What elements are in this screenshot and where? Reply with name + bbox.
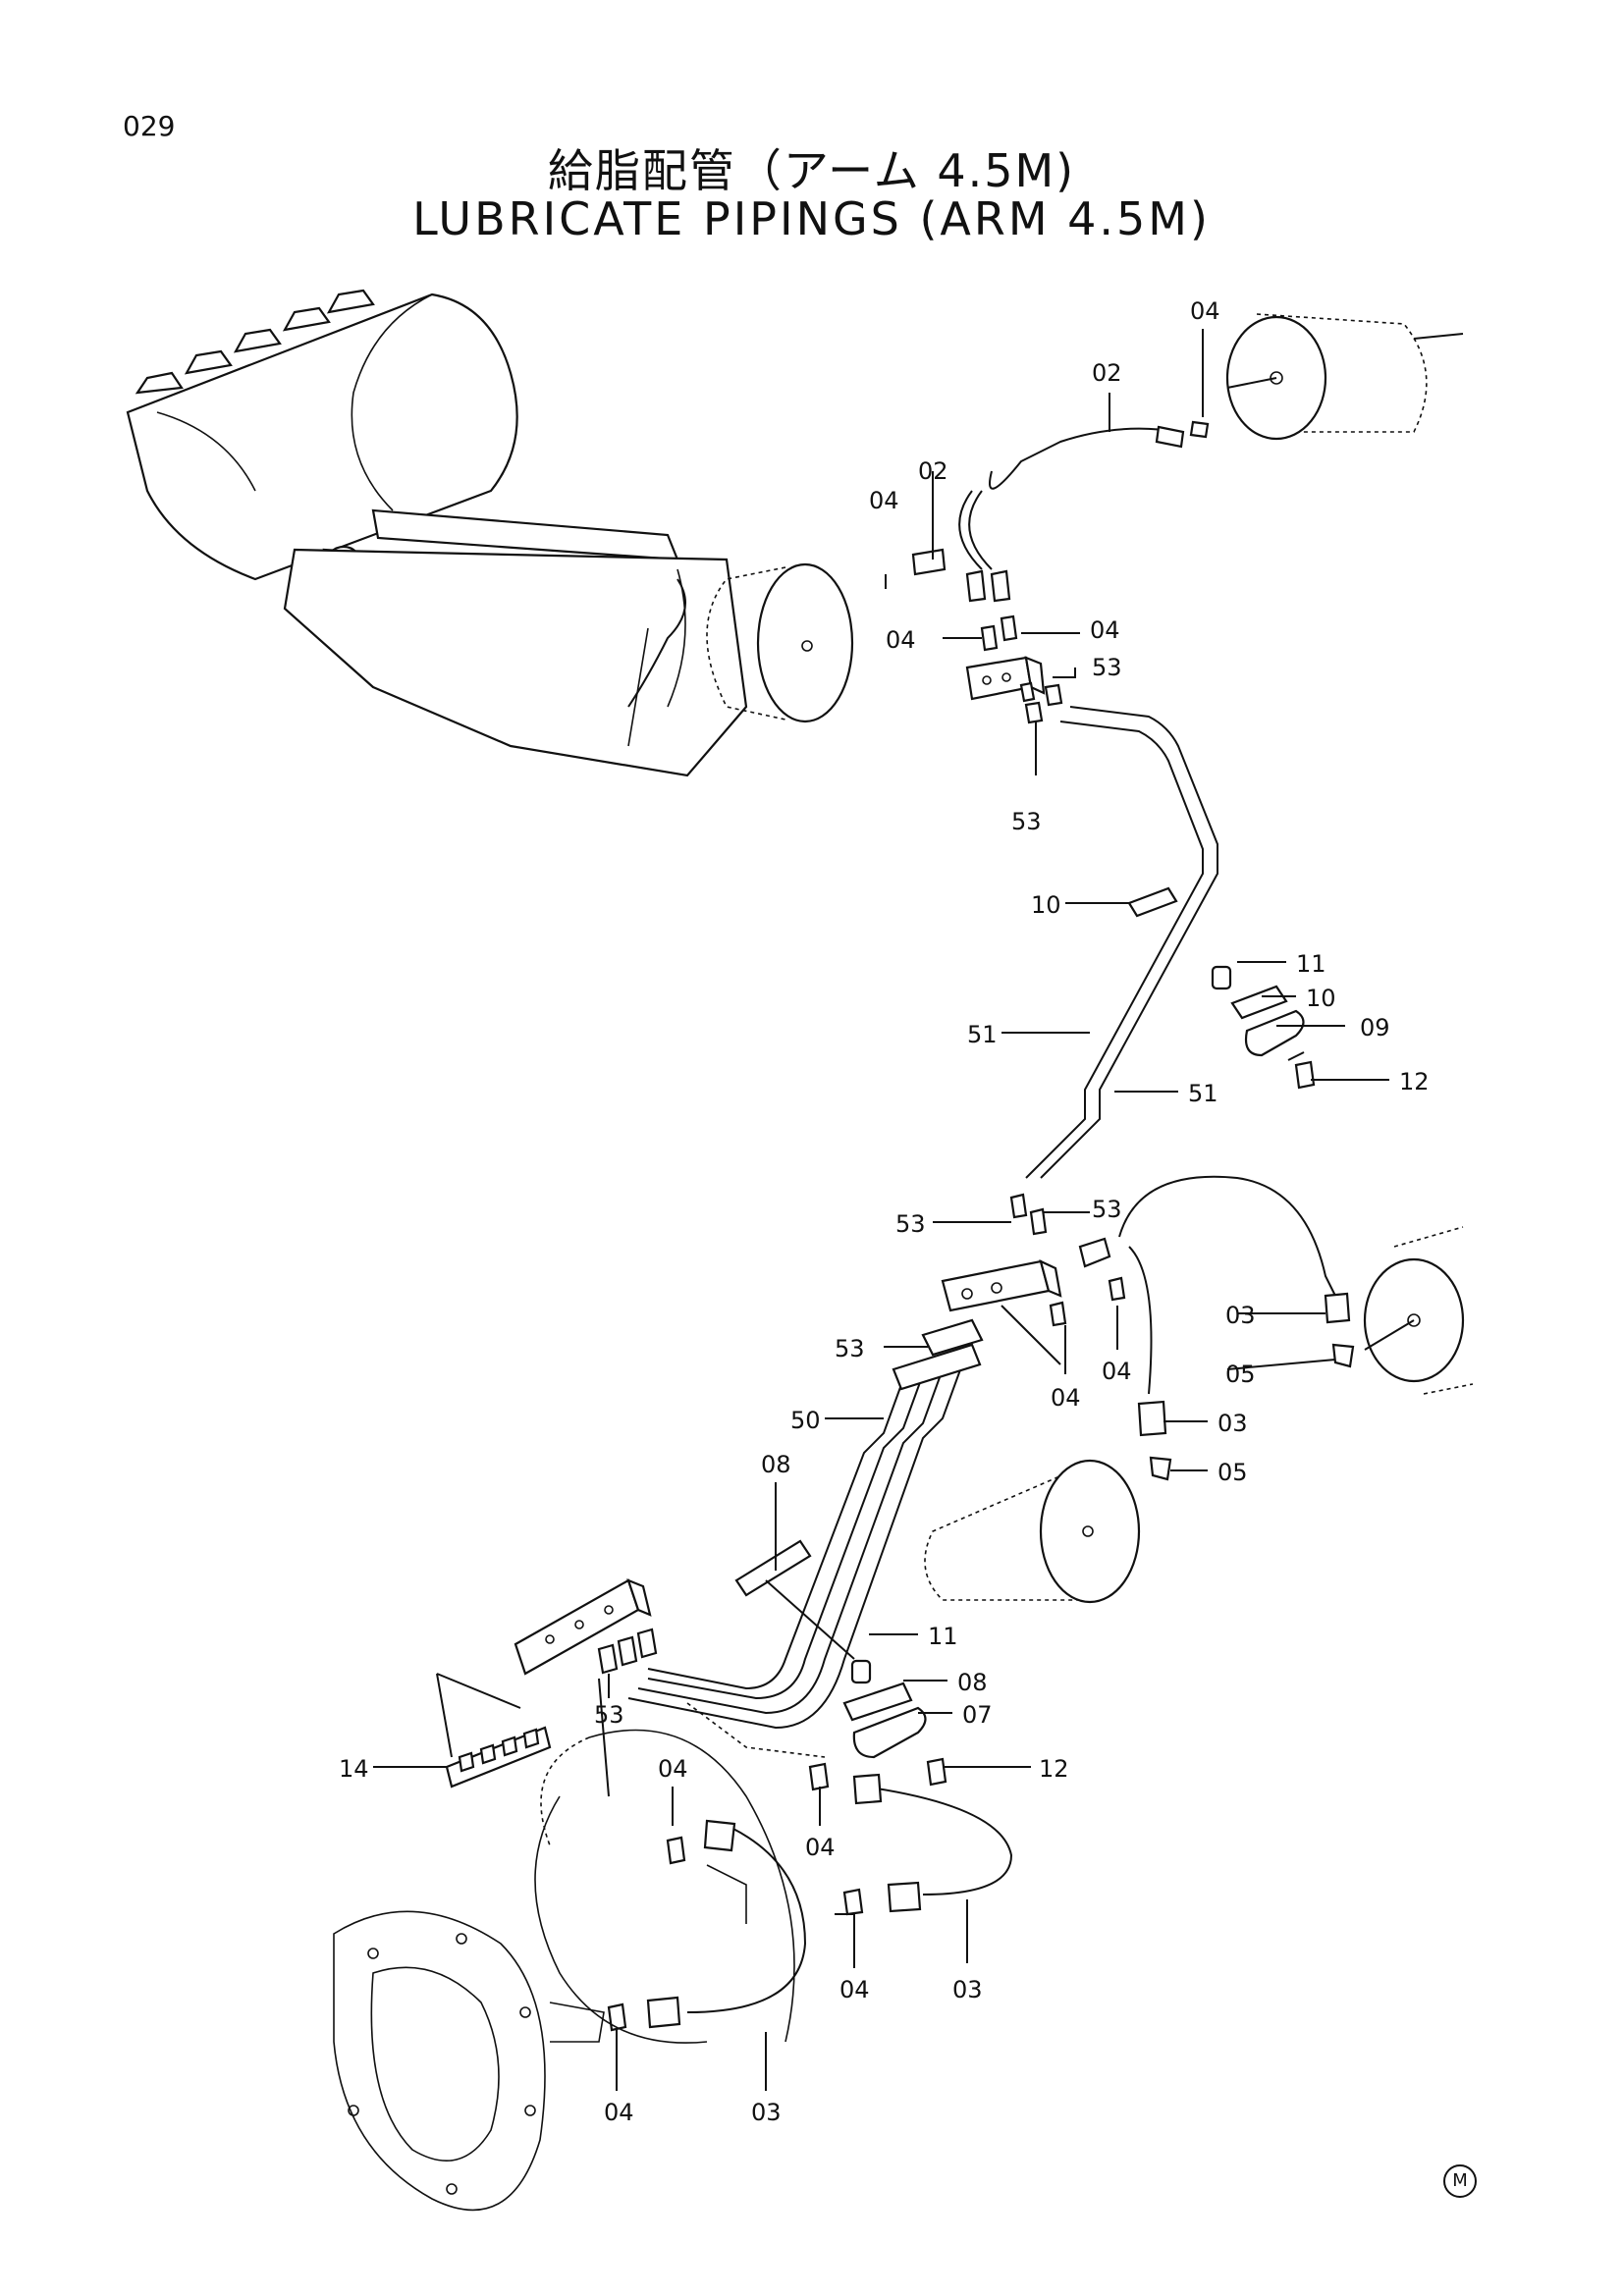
label-10: 10 [1306,985,1336,1012]
label-11: 11 [928,1623,958,1650]
part-labels: 04 02 02 04 04 04 53 53 10 11 10 09 12 5… [339,297,1430,2126]
label-04: 04 [1102,1358,1132,1385]
pipes-51 [1025,706,1218,1179]
label-07: 07 [962,1701,993,1729]
label-04: 04 [886,626,916,654]
label-05: 05 [1217,1459,1248,1486]
label-53: 53 [1011,808,1042,835]
label-04: 04 [805,1834,836,1861]
grease-manifold-14 [436,1673,552,1789]
title-japanese: 給脂配管（アーム 4.5M) [547,144,1076,197]
pin-drum-left [706,562,854,723]
label-09: 09 [1360,1014,1390,1041]
label-03: 03 [751,2099,782,2126]
label-08: 08 [761,1451,791,1478]
title-english: LUBRICATE PIPINGS (ARM 4.5M) [412,192,1211,245]
label-04: 04 [869,487,899,514]
label-04: 04 [604,2099,634,2126]
label-02: 02 [918,457,948,485]
label-14: 14 [339,1755,369,1783]
label-53: 53 [594,1701,624,1729]
label-03: 03 [1217,1410,1248,1437]
label-53: 53 [1092,654,1122,681]
clamp-set-upper [1127,886,1316,1090]
label-04: 04 [1051,1384,1081,1412]
label-12: 12 [1039,1755,1069,1783]
label-04: 04 [1090,616,1120,644]
pin-drum-right [1363,1226,1474,1395]
label-03: 03 [1225,1302,1256,1329]
label-04: 04 [658,1755,688,1783]
distribution-block-lower [514,1578,658,1676]
label-12: 12 [1399,1068,1430,1095]
pin-drum-middle [924,1459,1141,1604]
pipes-50 [627,1318,984,1730]
distribution-block-middle [941,1193,1126,1365]
label-51: 51 [967,1021,998,1048]
leader-lines [373,329,1389,2091]
label-53: 53 [895,1210,926,1238]
distribution-block-upper [965,614,1063,724]
bucket-arm-assembly [126,289,748,777]
label-10: 10 [1031,891,1061,919]
label-11: 11 [1296,950,1326,978]
label-04: 04 [839,1976,870,2003]
label-04: 04 [1190,297,1220,325]
hose-03-lower [598,1678,1013,2032]
label-05: 05 [1225,1361,1256,1388]
label-53: 53 [1092,1196,1122,1223]
label-03: 03 [952,1976,983,2003]
hose-03-right [1118,1175,1355,1481]
label-50: 50 [790,1407,821,1434]
clamp-set-lower [734,1539,947,1787]
label-53: 53 [835,1335,865,1362]
page-number: 029 [123,110,176,142]
label-51: 51 [1188,1080,1218,1107]
pin-drum-top-right [1225,313,1464,441]
label-02: 02 [1092,359,1122,387]
swing-ring-flange [333,1729,795,2212]
publisher-mark: M [1443,2164,1477,2198]
label-08: 08 [957,1669,988,1696]
hose-02 [911,420,1210,603]
